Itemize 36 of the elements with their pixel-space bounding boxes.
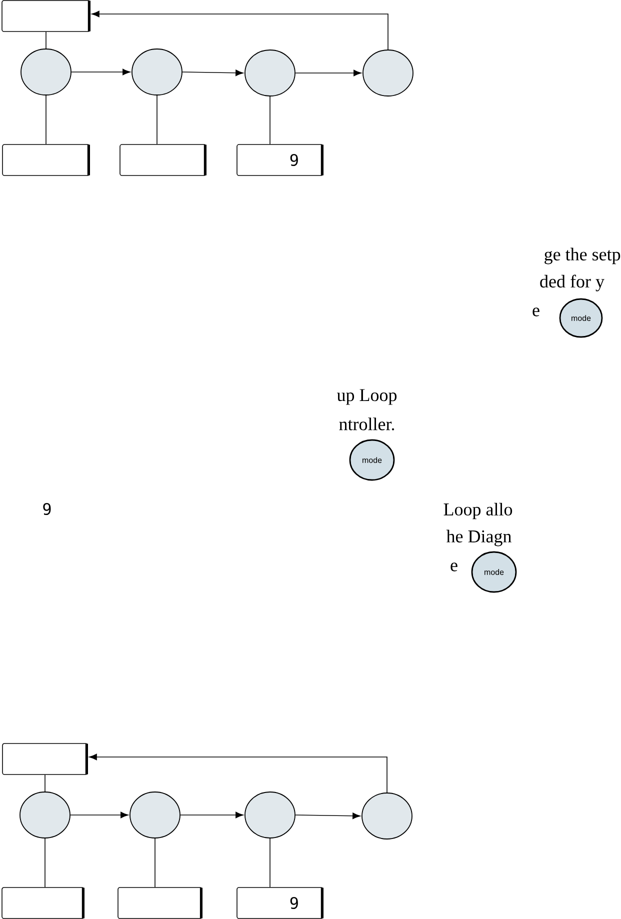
display-box: 9 — [236, 144, 324, 176]
display-box: 9 — [236, 887, 324, 919]
circle — [244, 792, 296, 838]
arrow — [182, 70, 244, 76]
arrow — [295, 812, 360, 820]
circle — [362, 792, 412, 840]
display-box — [2, 887, 84, 919]
connector-line — [154, 838, 156, 888]
display-box — [118, 887, 202, 919]
circle — [244, 50, 296, 96]
display-box — [120, 144, 206, 176]
circle — [130, 792, 180, 838]
arrow — [180, 812, 244, 818]
text-fragment: ge the setp — [544, 248, 620, 264]
display-box — [2, 144, 90, 176]
connector-line — [44, 774, 46, 792]
arrow — [89, 754, 388, 793]
circle — [20, 792, 70, 838]
mode-button: mode — [349, 439, 395, 481]
arrow — [295, 70, 362, 76]
digit-text: 9 — [43, 502, 51, 516]
arrow — [70, 812, 128, 818]
text-fragment: Loop allo — [444, 502, 512, 520]
circle — [362, 50, 414, 96]
text-fragment: e — [532, 308, 540, 316]
mode-button: mode — [471, 551, 517, 593]
arrow — [71, 68, 130, 76]
arrow — [92, 10, 388, 50]
display-box — [2, 0, 90, 32]
circle — [20, 48, 72, 96]
display-box — [2, 743, 88, 775]
connector-line — [156, 95, 158, 145]
circle — [132, 48, 182, 96]
mode-button: mode — [559, 298, 603, 338]
text-fragment: up Loop — [336, 389, 397, 405]
connector-line — [44, 838, 46, 888]
